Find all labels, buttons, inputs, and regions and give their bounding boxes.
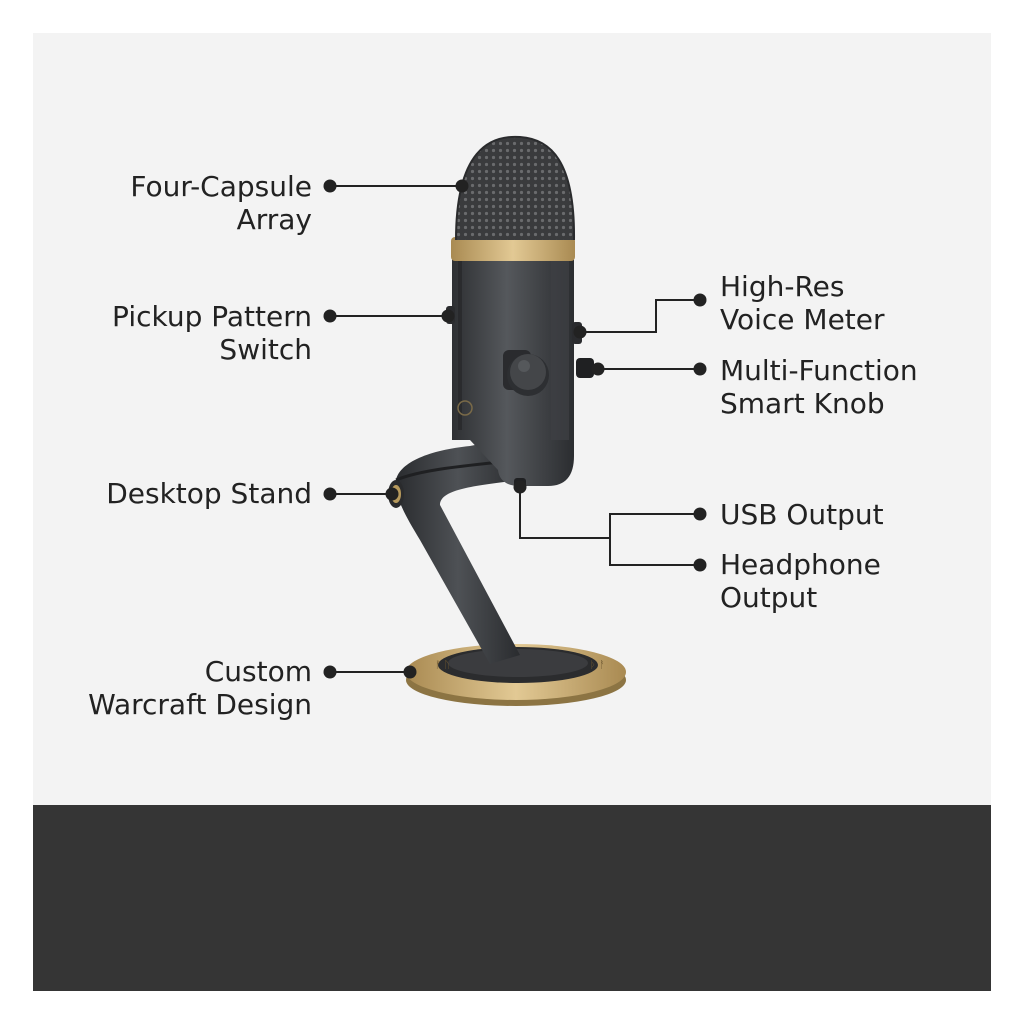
label-usb-output: USB Output bbox=[720, 498, 884, 531]
label-pickup-pattern-switch: Pickup Pattern Switch bbox=[112, 300, 312, 366]
capsule-grille bbox=[456, 136, 575, 240]
label-four-capsule-array: Four-Capsule Array bbox=[130, 170, 312, 236]
desktop-stand-arm bbox=[395, 440, 520, 664]
callout-lines bbox=[330, 185, 700, 673]
label-desktop-stand: Desktop Stand bbox=[106, 477, 312, 510]
label-custom-warcraft-design: Custom Warcraft Design bbox=[88, 655, 312, 721]
dark-footer-band bbox=[33, 805, 991, 991]
callout-dots bbox=[323, 179, 707, 679]
label-headphone-output: Headphone Output bbox=[720, 548, 881, 614]
warcraft-emblem-icon bbox=[457, 400, 473, 416]
label-high-res-voice-meter: High-Res Voice Meter bbox=[720, 270, 885, 336]
gold-base: ᚠ ᚢ ᚦ ᚨ bbox=[406, 644, 626, 706]
knob-side-button bbox=[576, 358, 594, 378]
rune-glyph-right: ᚦ ᚨ bbox=[590, 660, 605, 671]
label-multi-function-smart-knob: Multi-Function Smart Knob bbox=[720, 354, 918, 420]
rune-glyph-left: ᚠ ᚢ bbox=[435, 660, 450, 671]
smart-knob-icon bbox=[503, 350, 549, 396]
gold-ring bbox=[451, 237, 575, 261]
